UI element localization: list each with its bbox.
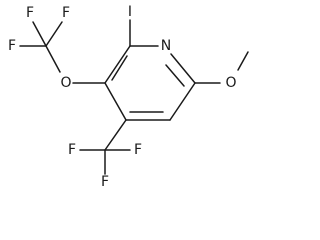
bond-oxygen-methyl [237, 51, 249, 71]
nitrogen-atom-label: N [161, 38, 171, 54]
bond-c2-c3-inner [111, 55, 128, 81]
oxygen-trifluoromethoxy-label: O [60, 75, 71, 91]
fluorine-cf3-left-label: F [68, 142, 76, 158]
fluorine-cf3-bottom-label: F [101, 174, 109, 190]
bond-c4-c3 [104, 82, 127, 121]
bond-oxygen-cf3-carbon [45, 45, 61, 73]
chemical-structure: I N O O F F F F F F [8, 4, 249, 190]
bond-c4-cf3-carbon [104, 119, 127, 151]
iodine-atom-label: I [128, 4, 132, 20]
fluorine-ocf3-top-right-label: F [62, 5, 70, 21]
bond-n1-c6-inner [165, 64, 185, 87]
oxygen-methoxy-label: O [225, 75, 236, 91]
bond-ocf3-fluorine-top-right [45, 21, 63, 47]
bond-n1-c6 [170, 53, 196, 84]
fluorine-ocf3-top-left-label: F [26, 5, 34, 21]
bond-ocf3-fluorine-top-left [32, 21, 47, 47]
fluorine-cf3-right-label: F [134, 142, 142, 158]
bond-c2-c3 [104, 45, 131, 84]
bond-c6-c5 [169, 82, 196, 121]
fluorine-ocf3-left-label: F [8, 38, 16, 54]
